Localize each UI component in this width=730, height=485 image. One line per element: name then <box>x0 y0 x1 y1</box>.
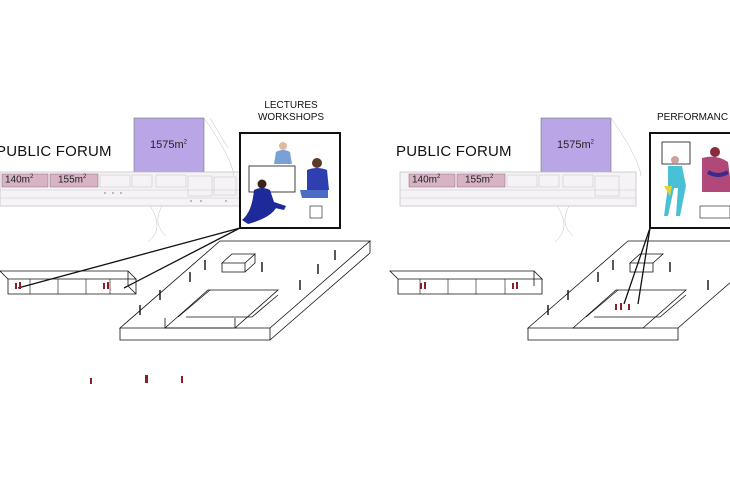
main-hall-block-right <box>540 117 612 177</box>
callout-lines-right <box>623 227 651 305</box>
photo-collage-icon <box>242 142 329 224</box>
activity-label-left: LECTURES WORKSHOPS <box>256 100 326 124</box>
panel-title-left: PUBLIC FORUM <box>0 143 112 160</box>
room-b-area-left: 155m2 <box>58 174 87 186</box>
room-a-area-right: 140m2 <box>412 174 441 186</box>
room-b-block-right <box>456 173 506 188</box>
person-figure-icon-right <box>420 282 630 310</box>
main-hall-area-right: 1575m2 <box>557 139 594 151</box>
axonometric-left <box>0 240 372 341</box>
callout-lines-left <box>17 227 241 289</box>
main-hall-area-left: 1575m2 <box>150 139 187 151</box>
panel-title-right: PUBLIC FORUM <box>396 143 512 160</box>
room-a-block-right <box>408 173 456 188</box>
floor-plan-right <box>399 117 642 243</box>
room-a-block <box>1 173 49 188</box>
activity-line-1: LECTURES <box>264 100 318 111</box>
performance-photo-icon <box>661 141 730 219</box>
axonometric-right <box>389 240 730 341</box>
floor-plan-left <box>0 117 241 243</box>
activity-line-2: WORKSHOPS <box>257 112 325 123</box>
room-b-area-right: 155m2 <box>465 174 494 186</box>
room-a-area-left: 140m2 <box>5 174 34 186</box>
main-hall-block <box>133 117 205 177</box>
activity-label-right: PERFORMANC <box>657 112 729 123</box>
person-figure-icon <box>15 282 183 384</box>
room-b-block <box>49 173 99 188</box>
